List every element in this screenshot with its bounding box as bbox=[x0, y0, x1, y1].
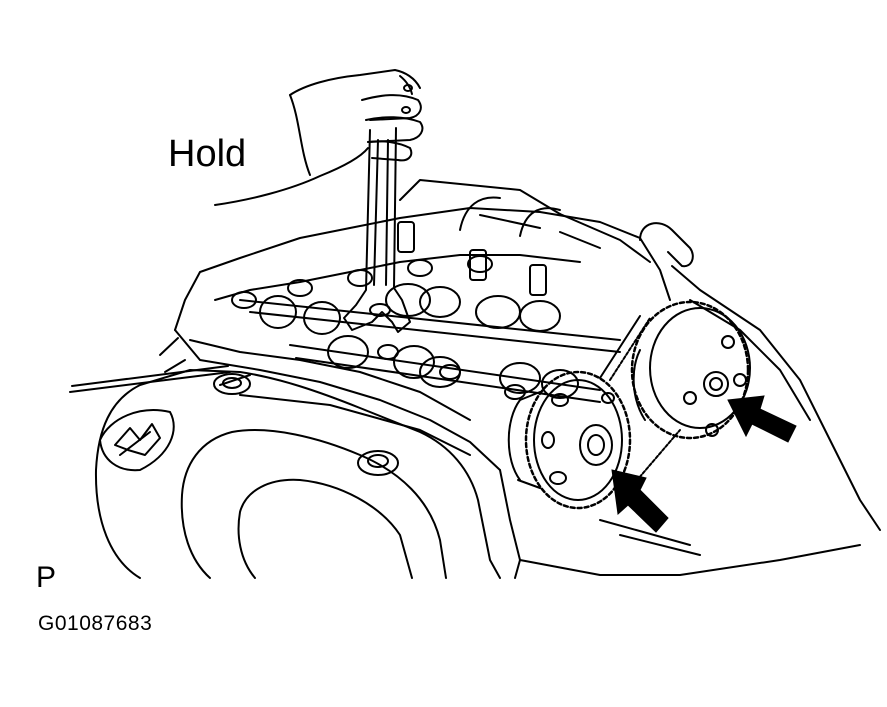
dipstick bbox=[69, 365, 231, 393]
figure-code: G01087683 bbox=[38, 612, 153, 635]
arrow-sprocket-bolt bbox=[727, 395, 797, 443]
hand bbox=[214, 69, 424, 206]
cylinder-head bbox=[159, 179, 881, 579]
engine-cover bbox=[94, 369, 501, 579]
hold-label: Hold bbox=[168, 133, 247, 175]
wrench bbox=[343, 127, 411, 333]
view-letter: P bbox=[36, 561, 57, 594]
camshaft-timing-gear bbox=[507, 370, 632, 510]
camshaft-timing-sprocket bbox=[630, 300, 751, 440]
arrow-gear-bolt bbox=[611, 469, 669, 533]
